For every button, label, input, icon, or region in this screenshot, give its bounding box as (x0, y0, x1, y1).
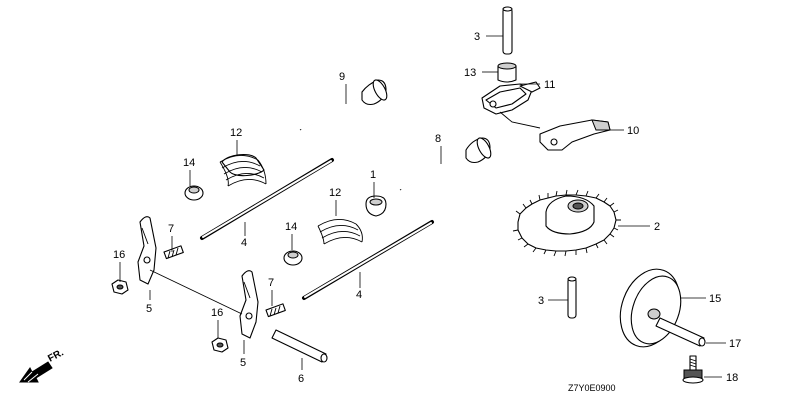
callout-4-upper: 4 (241, 237, 247, 249)
callout-12-lower: 12 (329, 187, 341, 199)
adjusting-screw-right (265, 303, 286, 318)
callout-5-left: 5 (146, 303, 152, 315)
callout-7-left: 7 (168, 223, 174, 235)
valve-spring-lower (317, 219, 363, 245)
callout-17: 17 (729, 338, 741, 350)
valve-seal-upper (184, 185, 204, 201)
tappet-arm-left (137, 216, 157, 285)
intake-valve (299, 79, 388, 131)
leader-lines (119, 35, 726, 378)
callout-8: 8 (435, 133, 441, 145)
callout-1: 1 (370, 169, 376, 181)
lock-nut-right (211, 337, 229, 353)
front-direction-label: FR. (46, 347, 66, 364)
callout-12-upper: 12 (230, 127, 242, 139)
valve-seal-lower (283, 250, 303, 266)
camshaft-gear (512, 189, 621, 257)
pushrod-pin-lower (567, 276, 577, 319)
valve-cap (497, 62, 517, 83)
front-direction-arrow: FR. (19, 347, 66, 383)
rocker-arm-bracket (481, 81, 541, 129)
callout-11: 11 (544, 79, 555, 91)
pushrod-upper (200, 158, 334, 240)
callout-5-right: 5 (240, 357, 246, 369)
callout-9: 9 (339, 71, 345, 83)
governor-plate (619, 268, 682, 348)
exhaust-valve (399, 137, 492, 191)
callout-2: 2 (654, 221, 660, 233)
callout-18: 18 (726, 372, 738, 384)
callout-16-right: 16 (211, 307, 223, 319)
callout-4-lower: 4 (356, 289, 362, 301)
diagram-code: Z7Y0E0900 (568, 383, 616, 393)
rocker-bracket (539, 119, 611, 151)
callout-14-lower: 14 (285, 221, 297, 233)
callout-14-upper: 14 (183, 157, 195, 169)
rocker-shaft (149, 269, 328, 363)
pushrod-lower (302, 220, 434, 300)
governor-shaft (655, 317, 706, 347)
callout-16-left: 16 (113, 249, 125, 261)
flange-bolt (682, 355, 704, 384)
callout-15: 15 (709, 293, 721, 305)
callout-7-right: 7 (268, 277, 274, 289)
callout-10: 10 (627, 125, 639, 137)
adjusting-screw-left (163, 245, 184, 260)
valve-retainer (365, 195, 387, 217)
valve-spring-upper (219, 153, 267, 187)
callout-3-top: 3 (474, 31, 480, 43)
callouts: 3 13 11 10 9 8 12 14 1 12 4 14 4 2 3 15 … (113, 31, 741, 385)
tappet-arm-right (239, 270, 259, 339)
callout-13: 13 (464, 67, 476, 79)
lock-nut-left (111, 279, 129, 295)
callout-6: 6 (298, 373, 304, 385)
callout-3-lower: 3 (538, 295, 544, 307)
pushrod-pin-top (502, 6, 513, 55)
